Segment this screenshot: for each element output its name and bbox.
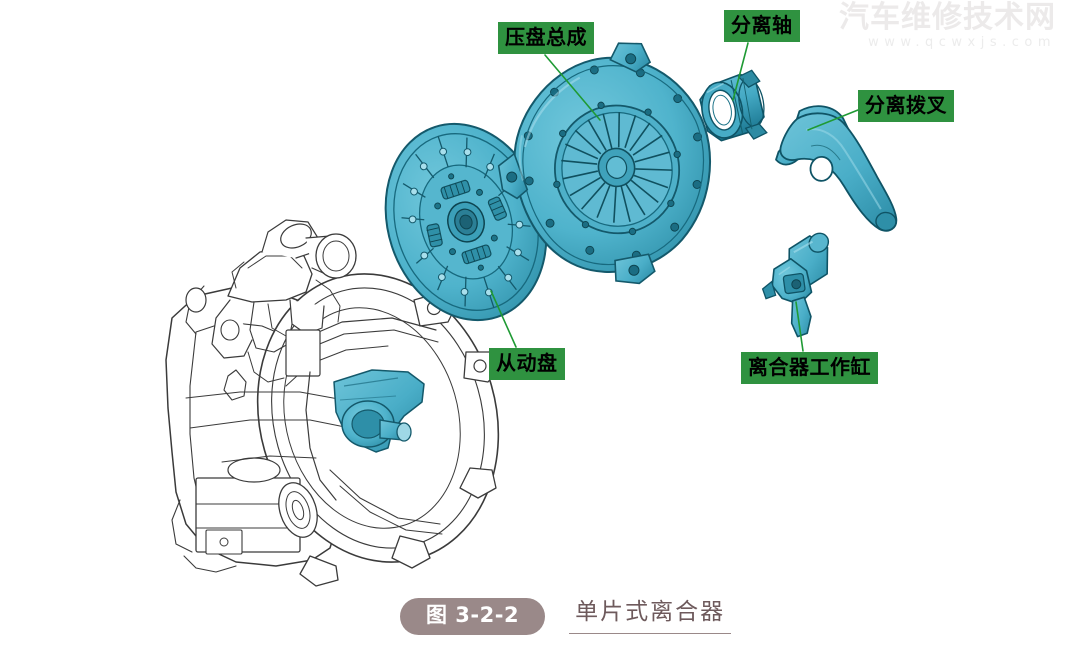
figure-number-badge: 图 3-2-2 (400, 597, 546, 635)
label-release-fork: 分离拨叉 (858, 90, 954, 122)
label-clutch-slave-cylinder: 离合器工作缸 (741, 352, 878, 384)
clutch-slave-cylinder-part (761, 232, 830, 338)
label-pressure-plate-assembly: 压盘总成 (498, 22, 594, 54)
release-fork-part (775, 105, 898, 232)
figure-title-underline: 单片式离合器 (569, 598, 732, 635)
pressure-plate-assembly-part (497, 42, 711, 285)
installed-release-fork (333, 369, 425, 453)
label-release-bearing: 分离轴 (724, 10, 800, 42)
leader-pressure-plate-assembly (544, 54, 601, 121)
leader-clutch-slave-cylinder (795, 301, 804, 352)
figure-title: 单片式离合器 (575, 598, 726, 625)
leader-release-fork (807, 109, 859, 131)
label-driven-disc: 从动盘 (489, 348, 565, 380)
leader-lines (490, 42, 859, 352)
release-bearing-part (699, 69, 768, 142)
leader-release-bearing (732, 42, 749, 101)
leader-driven-disc (490, 290, 517, 348)
figure-caption: 图 3-2-2 单片式离合器 (400, 595, 732, 637)
